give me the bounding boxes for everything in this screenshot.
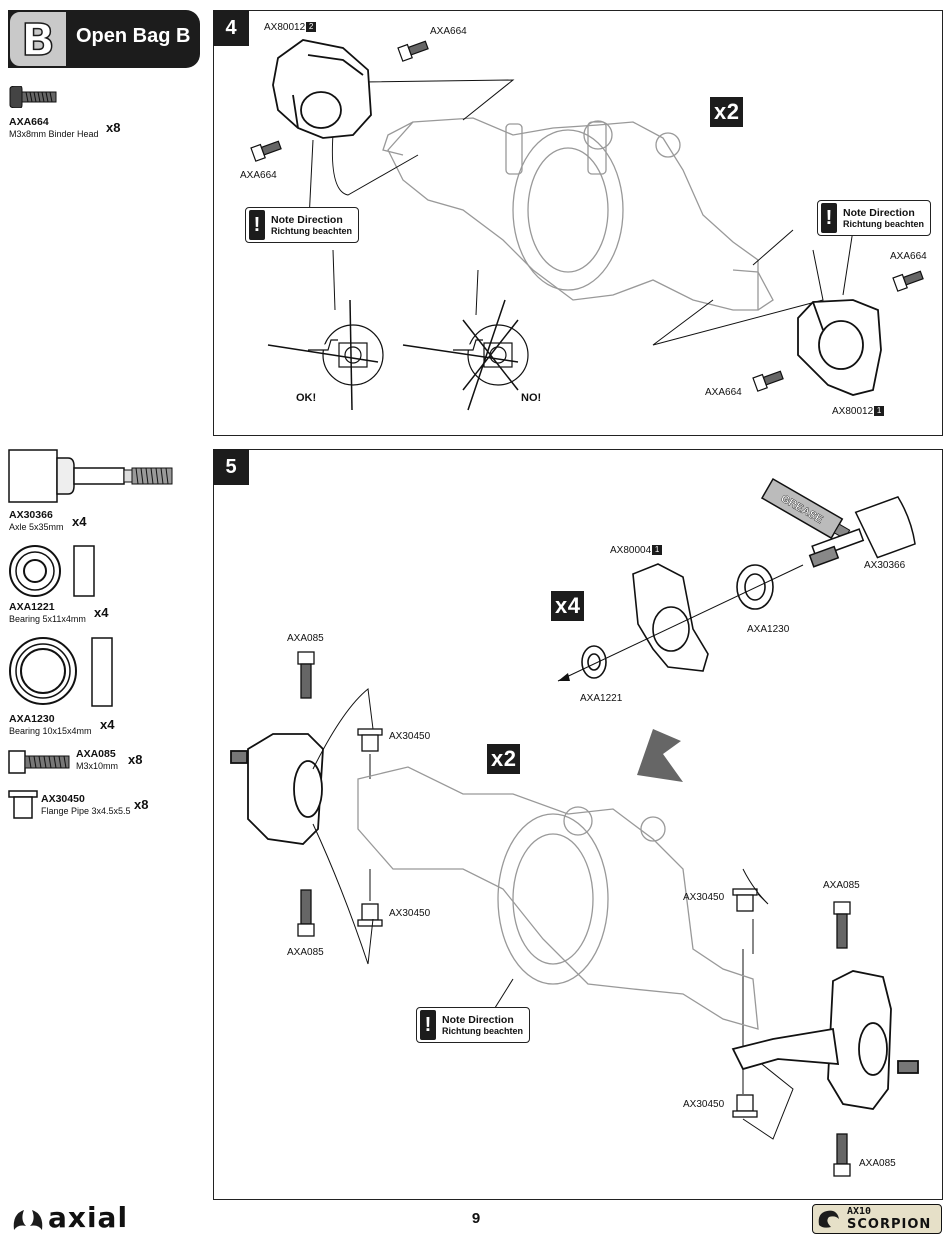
part-desc: M3x8mm Binder Head	[9, 129, 99, 139]
page-number: 9	[471, 1210, 481, 1227]
part-code: AXA1221	[9, 601, 55, 613]
step-5-panel	[213, 449, 943, 1200]
label-pipe-right-top: AX30450	[683, 892, 725, 903]
label-axle: AX30366	[864, 560, 906, 571]
label-screw-left-bottom: AXA085	[287, 947, 324, 958]
note-subtitle: Richtung beachten	[271, 225, 353, 236]
model-line-2: SCORPION	[847, 1217, 932, 1232]
scorpion-icon	[818, 1210, 839, 1228]
label-pipe-right-bottom: AX30450	[683, 1099, 725, 1110]
warning-icon: !	[821, 203, 837, 233]
note-direction-left: ! Note Direction Richtung beachten	[245, 207, 359, 243]
part-qty: x4	[94, 605, 109, 620]
warning-icon: !	[249, 210, 265, 240]
label-screw-right-top: AXA664	[890, 251, 927, 262]
step-5-number: 5	[213, 449, 249, 485]
step-5-diagram: GREASE	[230, 477, 919, 1177]
brand-name: axial	[48, 1201, 129, 1234]
label-screw-right-bottom: AXA664	[705, 387, 742, 398]
label-bearing-large: AXA1230	[747, 624, 790, 635]
axial-logo-icon	[13, 1210, 43, 1230]
part-qty: x8	[134, 797, 149, 812]
flange-pipe-icon	[8, 790, 38, 819]
part-code: AX30366	[9, 509, 53, 521]
note-title: Note Direction	[843, 206, 915, 219]
part-desc: Axle 5x35mm	[9, 522, 64, 532]
model-line-1: AX10	[847, 1206, 872, 1217]
label-pipe-left-bottom: AX30450	[389, 908, 431, 919]
note-title: Note Direction	[271, 213, 343, 226]
bag-title: Open Bag B	[76, 25, 191, 47]
note-direction-right: ! Note Direction Richtung beachten	[817, 200, 931, 236]
warning-icon: !	[420, 1010, 436, 1040]
label-text: AX80012	[264, 22, 306, 33]
part-number-square: 1	[652, 545, 663, 555]
bearing-small-icon	[9, 545, 95, 597]
part-number-square: 1	[874, 406, 885, 416]
label-text: AX80004	[610, 545, 652, 556]
part-code: AXA085	[76, 748, 116, 760]
part-code: AX30450	[41, 793, 85, 805]
label-no: NO!	[521, 392, 542, 404]
part-desc: M3x10mm	[76, 761, 119, 771]
part-qty: x8	[128, 752, 143, 767]
multiplier-badge: x2	[710, 97, 744, 127]
part-code: AXA664	[9, 116, 49, 128]
label-pipe-left-top: AX30450	[389, 731, 431, 742]
part-code: AXA1230	[9, 713, 55, 725]
label-bearing-small: AXA1221	[580, 693, 623, 704]
label-screw-right-top: AXA085	[823, 880, 860, 891]
part-desc: Bearing 10x15x4mm	[9, 726, 92, 736]
bearing-large-icon	[9, 637, 113, 707]
label-screw-left-top: AXA085	[287, 633, 324, 644]
part-qty: x4	[100, 717, 115, 732]
note-subtitle: Richtung beachten	[442, 1025, 524, 1036]
note-direction: ! Note Direction Richtung beachten	[416, 1007, 530, 1043]
label-text: AX80012	[832, 406, 874, 417]
label-screw-left: AXA664	[240, 170, 277, 181]
part-qty: x8	[106, 120, 121, 135]
model-logo: AX10 SCORPION	[812, 1204, 942, 1234]
note-subtitle: Richtung beachten	[843, 218, 925, 229]
multiplier-badge: x2	[487, 744, 521, 774]
multiplier-badge: x4	[551, 591, 585, 621]
note-title: Note Direction	[442, 1013, 514, 1026]
step-4-number: 4	[213, 10, 249, 46]
part-number-square: 2	[306, 22, 317, 32]
part-desc: Flange Pipe 3x4.5x5.5	[41, 806, 131, 816]
part-desc: Bearing 5x11x4mm	[9, 614, 86, 624]
bag-letter: B	[20, 14, 55, 67]
axle-icon	[8, 449, 173, 503]
step-4-diagram	[250, 39, 924, 411]
binder-screw-icon	[9, 86, 57, 108]
part-qty: x4	[72, 514, 87, 529]
bag-letter-badge: B	[8, 10, 68, 68]
label-ok: OK!	[296, 392, 317, 404]
cap-screw-icon	[8, 750, 70, 774]
label-screw-right-bottom: AXA085	[859, 1158, 896, 1169]
label-screw-top: AXA664	[430, 26, 467, 37]
